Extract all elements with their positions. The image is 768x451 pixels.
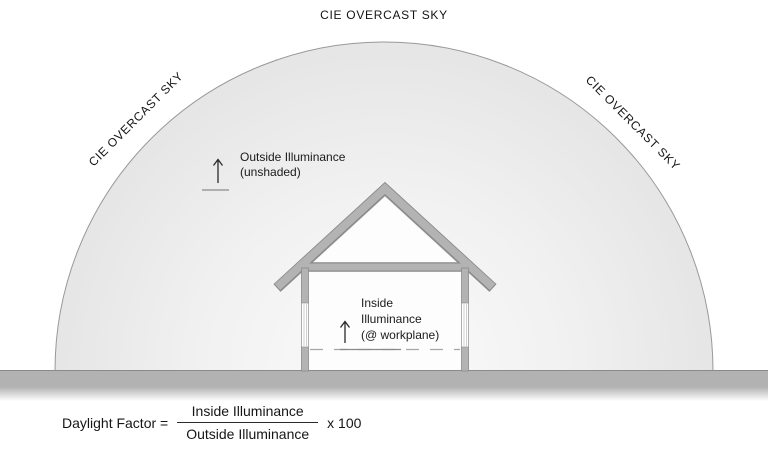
left-window: [301, 302, 309, 348]
formula-denominator: Outside Illuminance: [186, 426, 310, 442]
inside-illuminance-line3: (@ workplane): [361, 328, 440, 342]
inside-illuminance-label: Inside Illuminance (@ workplane): [361, 295, 439, 343]
outside-illuminance-line1: Outside Illuminance: [240, 150, 346, 164]
formula-lhs: Daylight Factor =: [62, 414, 169, 431]
daylight-factor-formula: Daylight Factor = Inside Illuminance Out…: [62, 403, 361, 442]
right-window: [461, 302, 469, 348]
sky-label-top: CIE OVERCAST SKY: [320, 8, 448, 22]
outside-illuminance-label: Outside Illuminance (unshaded): [240, 150, 345, 180]
outside-illuminance-arrow-icon: [212, 158, 224, 183]
inside-illuminance-line2: Illuminance: [361, 312, 422, 326]
house-interior: [306, 266, 464, 370]
outside-illuminance-line2: (unshaded): [240, 165, 301, 179]
inside-illuminance-arrow-icon: [339, 320, 351, 343]
house-gable-interior: [312, 197, 458, 264]
left-wall: [301, 267, 309, 372]
ground: [0, 370, 768, 401]
formula-numerator: Inside Illuminance: [177, 403, 319, 423]
roof: [274, 183, 496, 290]
formula-multiplier: x 100: [327, 414, 362, 431]
right-wall: [461, 267, 469, 372]
formula-fraction: Inside Illuminance Outside Illuminance: [177, 403, 319, 442]
inside-illuminance-line1: Inside: [361, 296, 394, 310]
